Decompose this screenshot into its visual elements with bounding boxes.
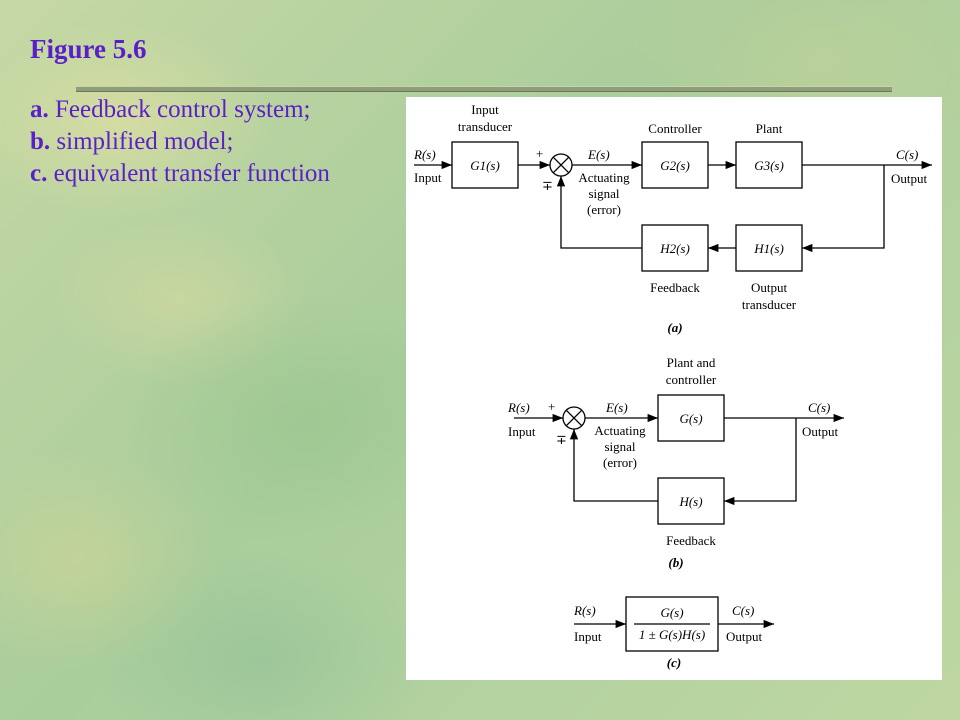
caption-item-c: c. equivalent transfer function <box>30 160 330 187</box>
caption-item-b: b. simplified model; <box>30 128 234 155</box>
a-output-transducer-line1: Output <box>751 280 788 295</box>
c-caption: (c) <box>667 655 681 670</box>
a-actuating-line1: Actuating <box>578 170 630 185</box>
a-output-transducer-line2: transducer <box>742 297 797 312</box>
a-output-symbol: C(s) <box>896 147 918 162</box>
b-plant-controller-line2: controller <box>666 372 717 387</box>
c-denominator: 1 ± G(s)H(s) <box>639 627 705 642</box>
b-input-symbol: R(s) <box>507 400 530 415</box>
b-output-label: Output <box>802 424 839 439</box>
a-feedback-to-sum-arrow <box>556 176 642 249</box>
slide-caption: a. Feedback control system; b. simplifie… <box>30 94 330 190</box>
a-g1-label: G1(s) <box>470 158 500 173</box>
b-input-label: Input <box>508 424 536 439</box>
a-input-transducer-line1: Input <box>471 102 499 117</box>
a-g2-label: G2(s) <box>660 158 690 173</box>
b-error-symbol: E(s) <box>605 400 628 415</box>
b-minus-sign: ∓ <box>556 432 567 447</box>
a-actuating-line2: signal <box>588 186 619 201</box>
a-output-feedback-arrow <box>802 165 885 253</box>
title-divider <box>76 86 892 92</box>
a-h1-label: H1(s) <box>753 241 784 256</box>
b-actuating-line1: Actuating <box>594 423 646 438</box>
b-g-label: G(s) <box>679 411 702 426</box>
b-output-feedback-arrow <box>724 418 797 506</box>
block-diagrams-svg: R(s) Input Input transducer G1(s) + ∓ E(… <box>413 102 932 670</box>
b-h-label: H(s) <box>678 494 702 509</box>
a-minus-sign: ∓ <box>542 178 553 193</box>
a-g3-label: G3(s) <box>754 158 784 173</box>
slide-title: Figure 5.6 <box>30 34 147 64</box>
c-output-symbol: C(s) <box>732 603 754 618</box>
a-input-symbol: R(s) <box>413 147 436 162</box>
a-plant-label: Plant <box>756 121 783 136</box>
a-feedback-label: Feedback <box>650 280 700 295</box>
a-h2-label: H2(s) <box>659 241 690 256</box>
c-input-symbol: R(s) <box>573 603 596 618</box>
a-output-label: Output <box>891 171 928 186</box>
a-plus-sign: + <box>536 146 543 161</box>
caption-item-a: a. Feedback control system; <box>30 96 311 123</box>
b-summing-junction <box>562 406 586 430</box>
a-caption: (a) <box>667 320 682 335</box>
c-numerator: G(s) <box>660 605 683 620</box>
b-actuating-line2: signal <box>604 439 635 454</box>
a-input-label: Input <box>414 170 442 185</box>
a-summing-junction <box>549 153 573 177</box>
c-input-label: Input <box>574 629 602 644</box>
b-feedback-to-sum-arrow <box>569 429 658 502</box>
b-plant-controller-line1: Plant and <box>667 355 716 370</box>
b-actuating-line3: (error) <box>603 455 637 470</box>
block-diagram-figure: R(s) Input Input transducer G1(s) + ∓ E(… <box>406 97 942 680</box>
b-caption: (b) <box>668 555 683 570</box>
a-controller-label: Controller <box>648 121 702 136</box>
a-error-symbol: E(s) <box>587 147 610 162</box>
b-feedback-label: Feedback <box>666 533 716 548</box>
a-input-transducer-line2: transducer <box>458 119 513 134</box>
a-actuating-line3: (error) <box>587 202 621 217</box>
b-plus-sign: + <box>548 399 555 414</box>
b-output-symbol: C(s) <box>808 400 830 415</box>
c-output-label: Output <box>726 629 763 644</box>
